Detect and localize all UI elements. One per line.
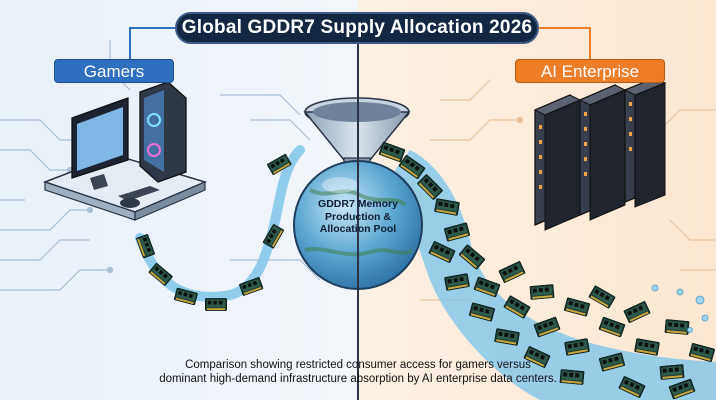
title-connector-left <box>129 27 175 60</box>
gaming-pc-icon <box>42 81 208 221</box>
water-stream-right <box>395 150 716 400</box>
pool-label-line3: Allocation Pool <box>319 223 397 235</box>
water-splash <box>651 284 709 333</box>
gamers-label: Gamers <box>54 59 174 83</box>
center-divider <box>357 40 359 400</box>
pool-label-line2: Production & <box>325 210 391 223</box>
title-connector-right <box>539 27 591 60</box>
caption-line2: dominant high-demand infrastructure abso… <box>159 373 557 385</box>
caption-line1: Comparison showing restricted consumer a… <box>185 359 531 371</box>
pool-label: GDDR7 Memory Production & Allocation Poo… <box>299 198 417 236</box>
server-rack-icon <box>533 77 667 231</box>
page-title: Global GDDR7 Supply Allocation 2026 <box>175 12 539 44</box>
caption: Comparison showing restricted consumer a… <box>120 358 596 386</box>
pool-label-line1: GDDR7 Memory <box>318 198 398 210</box>
ai-enterprise-label: AI Enterprise <box>515 59 665 83</box>
